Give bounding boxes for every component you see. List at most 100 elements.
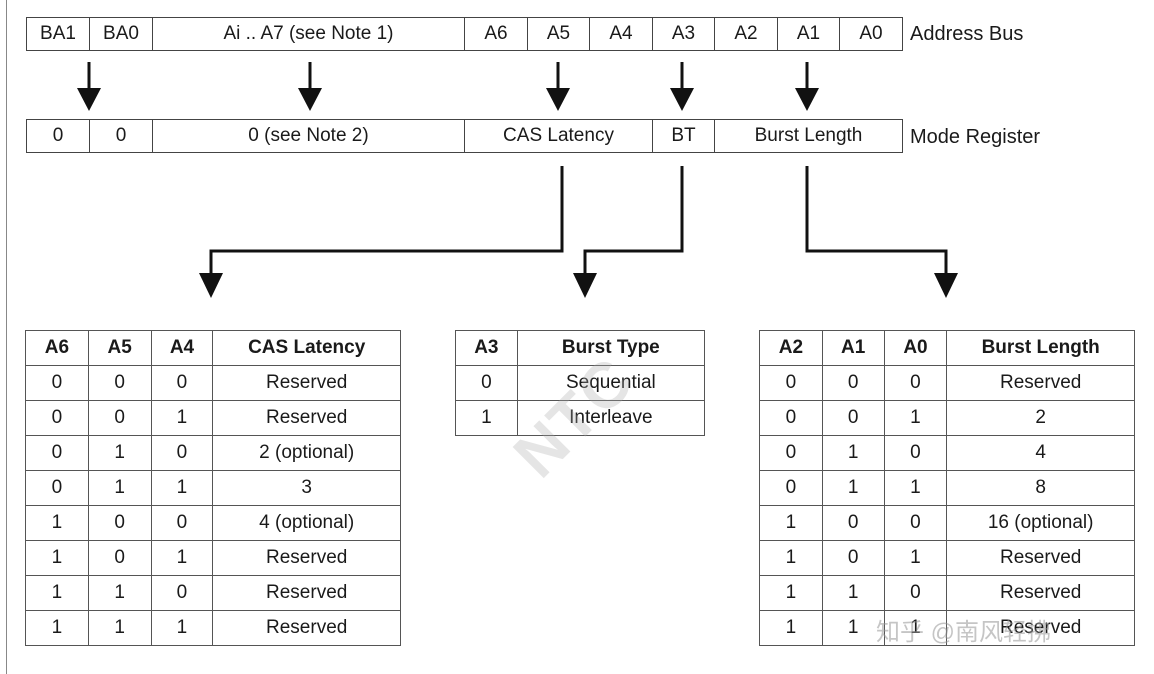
addr-bits-ai-a7: Ai .. A7 (see Note 1) — [153, 18, 465, 50]
cell: 0 — [150, 575, 214, 611]
arrowhead-cas-latency — [199, 273, 223, 298]
cell: 1 — [883, 540, 948, 576]
address-bus-register: BA1 BA0 Ai .. A7 (see Note 1) A6 A5 A4 A… — [26, 17, 903, 51]
cell: 1 — [821, 610, 885, 646]
cell: Sequential — [516, 365, 706, 401]
cell: 1 — [883, 470, 948, 506]
cell: 1 — [883, 610, 948, 646]
mode-bit-ba1: 0 — [27, 120, 90, 152]
cell: 0 — [25, 400, 89, 436]
bt-header-a3: A3 — [455, 330, 518, 366]
cell: 1 — [759, 575, 823, 611]
cell: 0 — [821, 365, 885, 401]
cell: 0 — [883, 505, 948, 541]
cell: 1 — [25, 610, 89, 646]
addr-bit-a3: A3 — [653, 18, 715, 50]
bt-header-type: Burst Type — [516, 330, 706, 366]
mode-bits-reserved: 0 (see Note 2) — [153, 120, 465, 152]
connector-cas-latency — [209, 166, 564, 275]
cell: 0 — [25, 435, 89, 471]
cell: 2 — [946, 400, 1135, 436]
cell: Reserved — [212, 365, 401, 401]
addr-bit-a4: A4 — [590, 18, 653, 50]
bl-header-a2: A2 — [759, 330, 823, 366]
cas-header-a5: A5 — [87, 330, 152, 366]
cell: 1 — [883, 400, 948, 436]
arrowhead-burst-length — [934, 273, 958, 298]
cell: 8 — [946, 470, 1135, 506]
cell: Reserved — [946, 365, 1135, 401]
cell: 1 — [87, 610, 152, 646]
mode-register: 0 0 0 (see Note 2) CAS Latency BT Burst … — [26, 119, 903, 153]
cell: 4 (optional) — [212, 505, 401, 541]
cell: 1 — [821, 575, 885, 611]
addr-bit-a6: A6 — [465, 18, 528, 50]
addr-bit-a0: A0 — [840, 18, 903, 50]
connector-burst-length — [805, 166, 948, 275]
cell: 0 — [87, 400, 152, 436]
addr-bit-ba0: BA0 — [90, 18, 153, 50]
cell: 1 — [25, 505, 89, 541]
cell: 4 — [946, 435, 1135, 471]
cell: 0 — [25, 365, 89, 401]
cell: 1 — [87, 575, 152, 611]
cell: 0 — [883, 575, 948, 611]
addr-bit-a5: A5 — [528, 18, 590, 50]
cell: 0 — [455, 365, 518, 401]
addr-bit-a1: A1 — [778, 18, 840, 50]
cell: 0 — [150, 435, 214, 471]
mode-bit-ba0: 0 — [90, 120, 153, 152]
cell: 2 (optional) — [212, 435, 401, 471]
mode-field-bt: BT — [653, 120, 715, 152]
page-left-border — [6, 0, 7, 674]
cas-header-row: A6 A5 A4 CAS Latency — [25, 330, 401, 366]
cell: 1 — [150, 610, 214, 646]
cell: 0 — [759, 470, 823, 506]
arrowhead-ai-a7 — [298, 88, 322, 111]
cell: 0 — [25, 470, 89, 506]
bl-header-a1: A1 — [821, 330, 885, 366]
cell: 1 — [455, 400, 518, 436]
cell: 0 — [759, 435, 823, 471]
cell: 0 — [87, 505, 152, 541]
connector-burst-type — [583, 166, 684, 275]
cell: 0 — [150, 365, 214, 401]
cell: 16 (optional) — [946, 505, 1135, 541]
cas-header-a6: A6 — [25, 330, 89, 366]
cas-header-a4: A4 — [150, 330, 214, 366]
cell: 0 — [87, 540, 152, 576]
cell: 0 — [821, 400, 885, 436]
cell: 0 — [883, 365, 948, 401]
arrowhead-a5 — [546, 88, 570, 111]
arrowhead-ba0 — [77, 88, 101, 111]
cell: 1 — [25, 575, 89, 611]
cell: 0 — [150, 505, 214, 541]
cell: 1 — [821, 470, 885, 506]
bl-header-a0: A0 — [883, 330, 948, 366]
bl-header-length: Burst Length — [946, 330, 1135, 366]
arrowhead-a1 — [795, 88, 819, 111]
cell: 0 — [759, 400, 823, 436]
cell: 1 — [759, 540, 823, 576]
cell: Reserved — [946, 575, 1135, 611]
burst-length-header-row: A2 A1 A0 Burst Length — [759, 330, 1135, 366]
arrowhead-burst-type — [573, 273, 597, 298]
cell: Reserved — [946, 540, 1135, 576]
cell: Reserved — [212, 400, 401, 436]
cell: Reserved — [946, 610, 1135, 646]
addr-bit-a2: A2 — [715, 18, 778, 50]
